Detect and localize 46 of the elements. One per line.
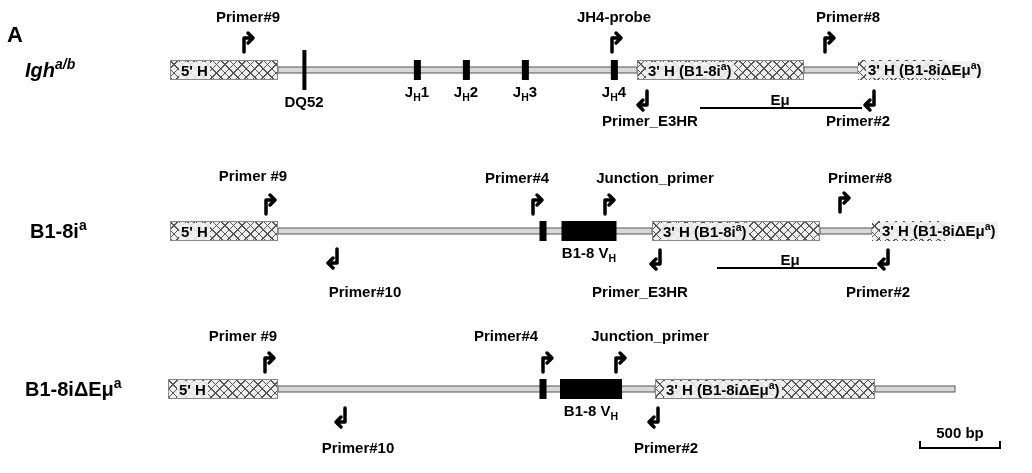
homology-arm-box: 5' H — [168, 379, 278, 399]
primer-label: Primer #9 — [208, 326, 278, 344]
gene-segment — [512, 60, 538, 100]
homology-arm-box: 3' H (B1-8i$^{a}$) — [652, 221, 820, 241]
primer-label: Primer#4 — [484, 168, 550, 186]
homology-arm-box: 3' H (B1-8iΔEμ$^{a}$) — [655, 379, 875, 399]
segment-label: J$_{H}$4 — [601, 83, 627, 100]
segment-label: B1-8 V$_{H}$ — [563, 402, 619, 419]
segment-label: J$_{H}$1 — [404, 83, 430, 100]
gene-segment — [539, 379, 547, 399]
primer-label: Junction_primer — [591, 326, 709, 344]
segment-label: B1-8 V$_{H}$ — [561, 244, 617, 261]
primer-label: Primer#4 — [473, 326, 539, 344]
gene-segment — [404, 60, 430, 100]
scale-label: 500 bp — [936, 423, 984, 441]
panel-letter: A — [7, 22, 23, 48]
allele-label: B1-8iΔEμ$^{a}$ — [25, 378, 122, 400]
homology-arm-box: 5' H — [170, 221, 278, 241]
primer-label: Primer #9 — [218, 166, 288, 184]
gene-segment — [453, 60, 479, 100]
primer-label: Primer_E3HR — [592, 282, 688, 300]
allele-label: Igh$^{a/b}$ — [25, 59, 76, 81]
allele-label: B1-8i$^{a}$ — [30, 220, 87, 242]
homology-arm-box: 5' H — [170, 60, 278, 80]
segment-label: J$_{H}$2 — [453, 83, 479, 100]
primer-label: Primer#9 — [215, 7, 281, 25]
primer-label: Primer#10 — [321, 438, 395, 456]
enhancer-label: Eμ — [770, 90, 790, 108]
primer-label: Primer#2 — [845, 282, 911, 300]
primer-label: Primer#8 — [815, 7, 881, 25]
gene-segment — [561, 221, 617, 261]
primer-label: Primer#2 — [633, 438, 699, 456]
segment-label: J$_{H}$3 — [512, 83, 538, 100]
primer-label: Primer#8 — [827, 168, 893, 186]
gene-segment — [560, 379, 622, 419]
homology-arm-box: 3' H (B1-8i$^{a}$) — [637, 60, 804, 80]
primer-label: Primer_E3HR — [602, 111, 698, 129]
gene-segment — [539, 221, 547, 241]
primer-label: Primer#10 — [328, 282, 402, 300]
primer-label: JH4-probe — [576, 7, 652, 25]
gene-segment — [284, 50, 324, 110]
gene-segment — [601, 60, 627, 100]
primer-label: Primer#2 — [825, 111, 891, 129]
segment-label: DQ52 — [284, 93, 324, 110]
enhancer-label: Eμ — [780, 250, 800, 268]
primer-label: Junction_primer — [596, 168, 714, 186]
